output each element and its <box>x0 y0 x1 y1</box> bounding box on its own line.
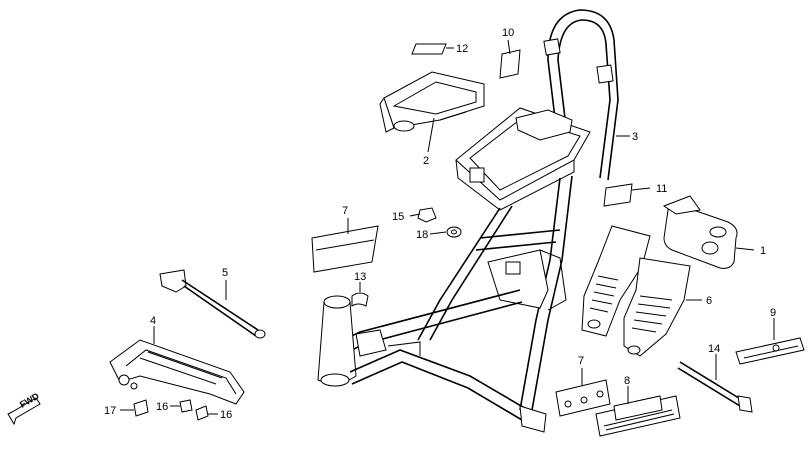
part-1-plate <box>662 195 738 269</box>
callout-15: 15 <box>392 211 404 223</box>
callout-16-a: 16 <box>156 401 168 413</box>
callout-7-bottom: 7 <box>578 355 584 367</box>
callout-16-b: 16 <box>220 409 232 421</box>
leader-lines <box>120 39 775 415</box>
part-12-pad <box>411 43 447 55</box>
part-17-nut <box>133 399 149 417</box>
part-7-pad-bottom <box>555 379 611 417</box>
part-15-nut <box>417 207 437 223</box>
callout-18: 18 <box>416 229 428 241</box>
fwd-indicator: FWD <box>7 391 41 426</box>
part-5-rod <box>159 269 266 339</box>
callout-2: 2 <box>423 155 429 167</box>
callout-3: 3 <box>632 131 638 143</box>
part-9-bracket <box>735 337 805 365</box>
callout-5: 5 <box>222 267 228 279</box>
part-18-washer <box>446 226 462 238</box>
callout-14: 14 <box>708 343 720 355</box>
callout-13: 13 <box>354 271 366 283</box>
part-7-pad-top <box>311 225 379 273</box>
part-6-covers <box>581 225 691 357</box>
part-8-plate <box>595 395 681 437</box>
callout-7-top: 7 <box>342 205 348 217</box>
callout-4: 4 <box>150 315 156 327</box>
part-16b-bolt <box>195 405 209 421</box>
part-13-clip <box>351 292 369 307</box>
callout-8: 8 <box>624 375 630 387</box>
callout-6: 6 <box>706 295 712 307</box>
callout-1: 1 <box>760 245 766 257</box>
part-10-label <box>499 49 521 79</box>
callout-12: 12 <box>456 43 468 55</box>
part-11-label <box>603 183 633 207</box>
callout-10: 10 <box>502 27 514 39</box>
callout-17: 17 <box>104 405 116 417</box>
part-16a-bolt <box>179 399 193 413</box>
main-frame <box>317 9 619 433</box>
part-4-stand <box>109 339 245 405</box>
fwd-arrow-icon <box>7 397 41 426</box>
part-2-bracket <box>379 71 485 133</box>
callout-9: 9 <box>770 307 776 319</box>
callout-11: 11 <box>656 183 667 195</box>
callouts: 1 2 3 4 5 6 7 7 8 9 10 11 12 13 14 15 16… <box>104 27 776 421</box>
part-14-bolt <box>677 361 753 413</box>
fasteners <box>133 207 462 421</box>
